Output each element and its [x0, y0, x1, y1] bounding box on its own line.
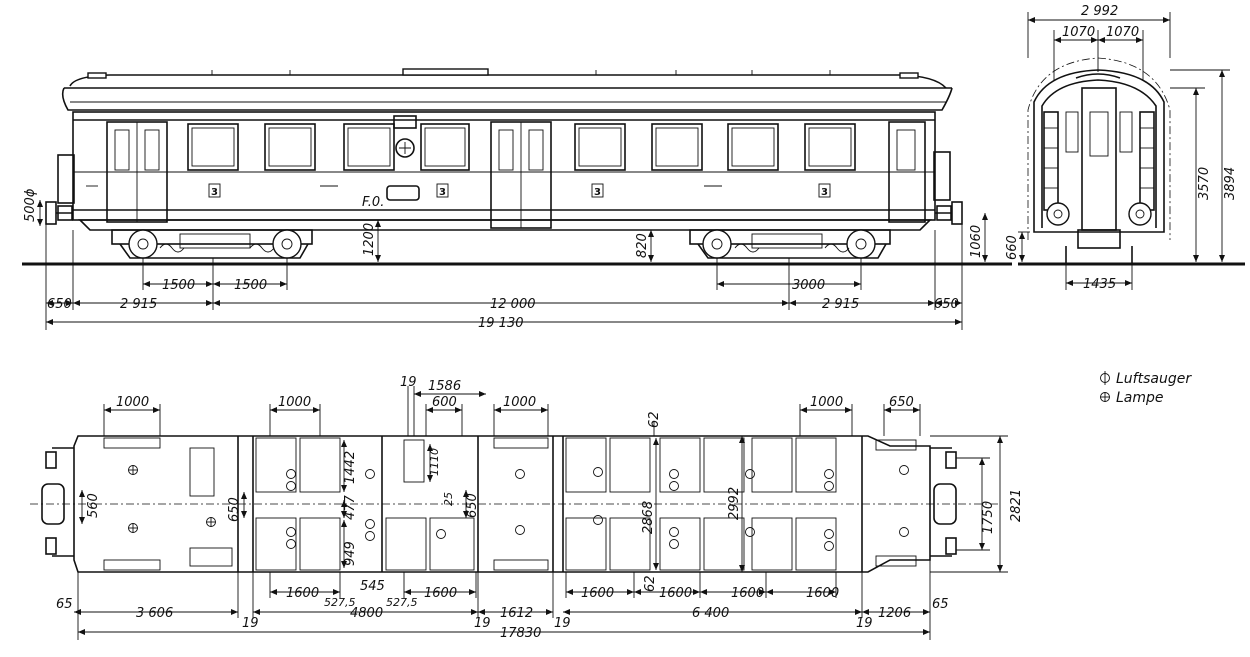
door-dim-3: 1000	[503, 395, 536, 410]
dim-3606: 3 606	[136, 606, 173, 621]
dim-1442: 1442	[343, 451, 358, 484]
dim-2992: 2992	[727, 487, 742, 520]
dim-25: 25	[442, 492, 455, 506]
dim-650-left: 650	[227, 497, 242, 522]
floor-height-label: 1200	[362, 223, 377, 256]
end-height-3570-label: 3570	[1197, 167, 1212, 200]
plan-view: 1000 1000 19 1586 600 1000 62 1000 650 5…	[30, 375, 1024, 641]
class-mark-2: 3	[439, 187, 446, 198]
dim-19-c: 19	[554, 616, 571, 631]
seat-dim-d: 1600	[659, 586, 692, 601]
dim-1750: 1750	[981, 501, 996, 534]
dim-6400: 6 400	[692, 606, 729, 621]
end-height-total-label: 3894	[1223, 167, 1238, 200]
dim-4800: 4800	[350, 606, 383, 621]
side-view: 3 3 3 3 F.0.	[22, 68, 1012, 331]
end-half-right-label: 1070	[1106, 25, 1139, 40]
seat-dim-c: 1600	[581, 586, 614, 601]
buffer-center-label: 1060	[969, 225, 984, 258]
plan-lamps	[128, 465, 909, 551]
seat-dim-e: 1600	[731, 586, 764, 601]
end-width-label: 2 992	[1081, 4, 1118, 19]
fo-marking: F.0.	[362, 195, 384, 210]
door-dim-5: 650	[889, 395, 914, 410]
dim-65-left: 65	[56, 597, 73, 612]
dim-19-a: 19	[242, 616, 259, 631]
lamp-symbol	[1100, 392, 1110, 402]
seat-dim-a: 1600	[286, 586, 319, 601]
dim-3000: 3000	[792, 278, 825, 293]
class-marks: 3 3 3 3	[208, 183, 831, 198]
luftsauger-symbol	[1100, 371, 1110, 385]
seat-dim-f: 1600	[806, 586, 839, 601]
dim-1206: 1206	[878, 606, 911, 621]
dim-1612: 1612	[500, 606, 533, 621]
door-dim-4: 1000	[810, 395, 843, 410]
dim-19130: 19 130	[478, 316, 524, 331]
seat-dim-b: 1600	[424, 586, 457, 601]
dim-19-d: 19	[856, 616, 873, 631]
dim-527-5-a: 527,5	[324, 596, 356, 609]
dim-1500-b: 1500	[234, 278, 267, 293]
gauge-label: 1435	[1083, 277, 1116, 292]
dim-560: 560	[86, 493, 101, 518]
class-mark-4: 3	[821, 187, 828, 198]
bogie-left	[111, 229, 313, 259]
end-view: 2 992 1070 1070 3570 3894 660 1435	[1005, 4, 1245, 292]
legend-luftsauger: Luftsauger	[1116, 371, 1192, 387]
dim-1500-a: 1500	[162, 278, 195, 293]
dim-2915-right: 2 915	[822, 297, 859, 312]
dim-19-top: 19	[400, 375, 417, 390]
door-dim-1: 1000	[116, 395, 149, 410]
dim-62-bottom: 62	[643, 575, 658, 592]
legend-lampe: Lampe	[1116, 390, 1164, 406]
dim-650-right: 650	[934, 297, 959, 312]
dim-19-b: 19	[474, 616, 491, 631]
legend: Luftsauger Lampe	[1100, 371, 1192, 406]
dim-650-mid: 650	[465, 493, 480, 518]
dim-2821: 2821	[1009, 489, 1024, 522]
class-mark-3: 3	[594, 187, 601, 198]
total-length-17830: 17830	[500, 626, 541, 641]
dim-62-top: 62	[647, 411, 662, 428]
dim-545: 545	[360, 579, 385, 594]
buffer-height-label: 500ϕ	[23, 188, 38, 222]
body-floor-label: 820	[635, 233, 650, 258]
dim-12000: 12 000	[490, 297, 536, 312]
dim-1110: 1110	[428, 448, 441, 476]
dim-2868: 2868	[641, 501, 656, 534]
bogie-right	[689, 229, 891, 259]
door-dim-2: 1000	[278, 395, 311, 410]
end-buffer-height-label: 660	[1005, 235, 1020, 260]
dim-527-5-b: 527,5	[386, 596, 418, 609]
end-half-left-label: 1070	[1062, 25, 1095, 40]
dim-2915-left: 2 915	[120, 297, 157, 312]
dim-600: 600	[432, 395, 457, 410]
dim-1586: 1586	[428, 379, 461, 394]
dim-477: 477	[343, 494, 358, 520]
class-mark-1: 3	[211, 187, 218, 198]
dim-650-left: 650	[47, 297, 72, 312]
dim-949: 949	[343, 541, 358, 566]
dim-65-right: 65	[932, 597, 949, 612]
